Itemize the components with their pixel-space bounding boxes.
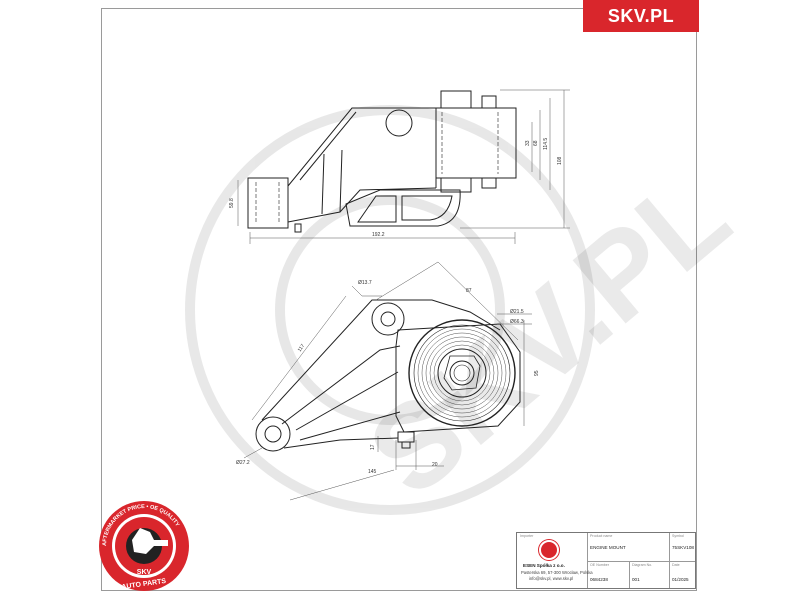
importer-contact: info@skv.pl, www.skv.pl xyxy=(529,576,574,581)
importer-label: Importer xyxy=(520,534,534,538)
dim-h1: 33 xyxy=(525,140,531,146)
importer-address: Pasterska 69, 57-300 Wrocław, Polska xyxy=(521,570,593,575)
dim-length-total: 192.2 xyxy=(372,232,385,238)
watermark-gear-icon xyxy=(185,105,595,515)
top-view-dimensions xyxy=(237,89,570,244)
title-block: Importer ESEN Spółka z o.o. Pasterska 69… xyxy=(516,532,696,589)
brand-logo[interactable]: SKV.PL xyxy=(583,0,699,32)
product-label: Product name xyxy=(590,534,613,538)
dim-145: 145 xyxy=(368,469,377,475)
top-view-part xyxy=(247,90,517,233)
bushing-icon xyxy=(408,319,516,427)
tb-vline-3 xyxy=(629,561,630,588)
symbol-value: 75SKV108 xyxy=(672,545,694,550)
front-view-dimensions xyxy=(243,261,532,501)
date-value: 01/2025 xyxy=(672,577,689,582)
importer-name: ESEN Spółka z o.o. xyxy=(523,563,565,568)
dim-h4: 108 xyxy=(557,156,563,165)
front-view-part xyxy=(255,299,521,452)
tb-hline xyxy=(587,561,695,562)
dim-h3: 114.5 xyxy=(543,138,549,150)
dim-66-3: Ø66.3 xyxy=(510,319,524,325)
symbol-label: Symbol xyxy=(672,534,684,538)
dim-17: 17 xyxy=(370,444,376,450)
dim-diameter-top: Ø13.7 xyxy=(358,280,372,286)
drawing-frame xyxy=(101,8,697,591)
dim-21-5: Ø21.5 xyxy=(510,309,524,315)
dim-27-2: Ø27.2 xyxy=(236,460,250,466)
dim-117: 117 xyxy=(297,343,307,353)
tb-vline-2 xyxy=(669,533,670,588)
quality-seal-icon: SKV AFTERMARKET PRICE • OE QUALITY AUTO … xyxy=(99,501,189,591)
dim-95: 95 xyxy=(534,370,540,376)
oe-number: 0684238 xyxy=(590,577,608,582)
importer-logo-icon xyxy=(539,540,559,560)
diagram-label: Diagram No. xyxy=(632,563,653,567)
date-label: Date xyxy=(672,563,680,567)
product-name: ENGINE MOUNT xyxy=(590,545,626,550)
seal-center-text: SKV xyxy=(137,569,152,576)
dim-87: 87 xyxy=(466,288,472,294)
dim-h2: 68 xyxy=(533,140,539,146)
dim-20: 20 xyxy=(432,462,438,468)
oe-label: OE Number xyxy=(590,563,609,567)
tb-vline-1 xyxy=(587,533,588,588)
diagram-number: 001 xyxy=(632,577,640,582)
dim-height-left: 59.8 xyxy=(229,198,235,208)
